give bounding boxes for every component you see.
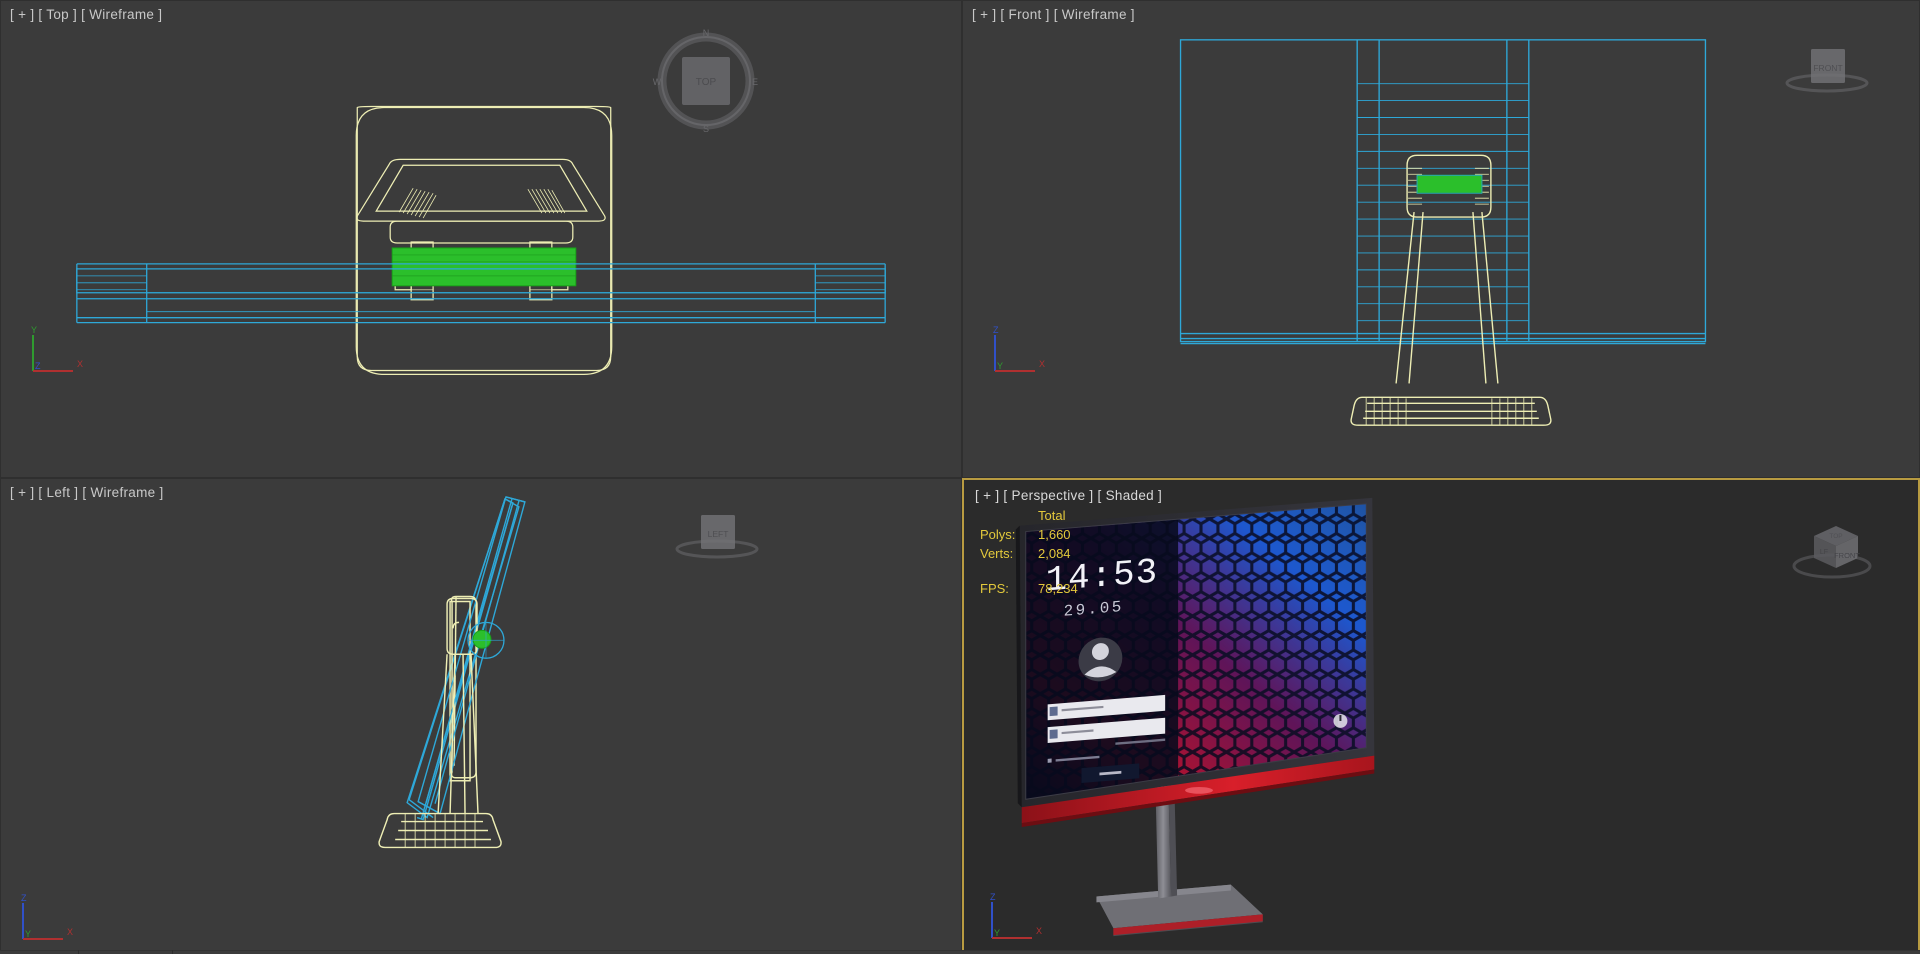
wireframe-front	[1179, 39, 1707, 426]
svg-text:N: N	[703, 28, 710, 38]
svg-text:FRONT: FRONT	[1834, 551, 1860, 560]
viewport-perspective-label[interactable]: [ + ] [ Perspective ] [ Shaded ]	[975, 488, 1163, 503]
pivot-hinge	[467, 621, 505, 659]
svg-text:W: W	[653, 77, 662, 87]
svg-text:S: S	[703, 124, 709, 134]
wireframe-left	[406, 497, 520, 821]
selected-object-front	[1416, 174, 1483, 194]
svg-text:Y: Y	[997, 361, 1003, 371]
svg-text:Y: Y	[25, 929, 31, 939]
svg-text:TOP: TOP	[696, 77, 717, 88]
remember-me-checkbox	[1047, 755, 1100, 763]
stats-verts-value: 2,084	[1038, 546, 1071, 561]
stats-polys-label: Polys:	[980, 527, 1016, 542]
join-button	[1081, 763, 1140, 783]
lock-screen-date: 29.05	[1064, 598, 1124, 621]
viewport-left-label[interactable]: [ + ] [ Left ] [ Wireframe ]	[10, 485, 164, 500]
monitor-3d-model: 14:53 29.05	[1015, 497, 1375, 937]
stats-fps-value: 78,234	[1038, 581, 1078, 596]
stats-column-header: Total	[1038, 508, 1066, 523]
svg-text:Y: Y	[31, 325, 37, 335]
bottom-tick	[172, 950, 173, 954]
viewcube-top[interactable]: TOP N E S W	[651, 25, 761, 140]
axis-tripod-left: Z X Y	[13, 893, 73, 945]
viewport-statistics: Total Polys: 1,660 Verts: 2,084 FPS: 78,…	[980, 506, 1078, 598]
svg-text:Z: Z	[35, 361, 41, 371]
stats-fps-label: FPS:	[980, 581, 1009, 596]
viewcube-perspective[interactable]: FRONT LF TOP	[1786, 514, 1878, 591]
user-avatar	[1078, 637, 1123, 682]
svg-text:Y: Y	[994, 928, 1000, 938]
svg-text:TOP: TOP	[1829, 533, 1842, 540]
axis-tripod-top: Y X Z	[23, 325, 83, 377]
viewcube-front[interactable]: FRONT	[1783, 35, 1871, 102]
monitor-screen: 14:53 29.05	[1025, 503, 1367, 800]
svg-text:LF: LF	[1820, 549, 1828, 556]
viewport-front[interactable]: [ + ] [ Front ] [ Wireframe ]	[962, 0, 1920, 478]
wireframe-left-final	[378, 597, 505, 849]
bottom-divider	[0, 950, 1920, 954]
viewcube-left[interactable]: LEFT	[673, 501, 761, 568]
stats-verts-label: Verts:	[980, 546, 1014, 561]
axis-tripod-front: Z X Y	[985, 325, 1045, 377]
viewport-top[interactable]: [ + ] [ Top ] [ Wireframe ]	[0, 0, 962, 478]
viewport-top-label[interactable]: [ + ] [ Top ] [ Wireframe ]	[10, 7, 163, 22]
svg-text:Z: Z	[990, 892, 996, 902]
svg-text:Z: Z	[993, 325, 999, 335]
axis-tripod-perspective: Z X Y	[982, 892, 1042, 944]
svg-text:FRONT: FRONT	[1813, 63, 1842, 73]
viewport-front-label[interactable]: [ + ] [ Front ] [ Wireframe ]	[972, 7, 1135, 22]
forgot-password-link	[1115, 738, 1166, 745]
svg-text:E: E	[752, 77, 758, 87]
svg-text:X: X	[1036, 926, 1042, 936]
svg-text:X: X	[67, 927, 73, 937]
stats-polys-value: 1,660	[1038, 527, 1071, 542]
selected-object-top	[391, 247, 577, 287]
svg-text:X: X	[77, 359, 83, 369]
lock-screen-clock: 14:53	[1046, 552, 1159, 602]
svg-text:X: X	[1039, 359, 1045, 369]
bottom-tick	[78, 950, 79, 954]
power-icon	[1333, 714, 1348, 728]
viewport-left[interactable]: [ + ] [ Left ] [ Wireframe ]	[0, 478, 962, 954]
wireframe-top	[76, 105, 886, 376]
svg-text:LEFT: LEFT	[708, 529, 729, 539]
username-field	[1047, 694, 1166, 721]
viewport-perspective[interactable]: [ + ] [ Perspective ] [ Shaded ] Total P…	[962, 478, 1920, 954]
password-field	[1047, 717, 1166, 744]
svg-text:Z: Z	[21, 893, 27, 903]
monitor-stand	[1096, 775, 1263, 937]
